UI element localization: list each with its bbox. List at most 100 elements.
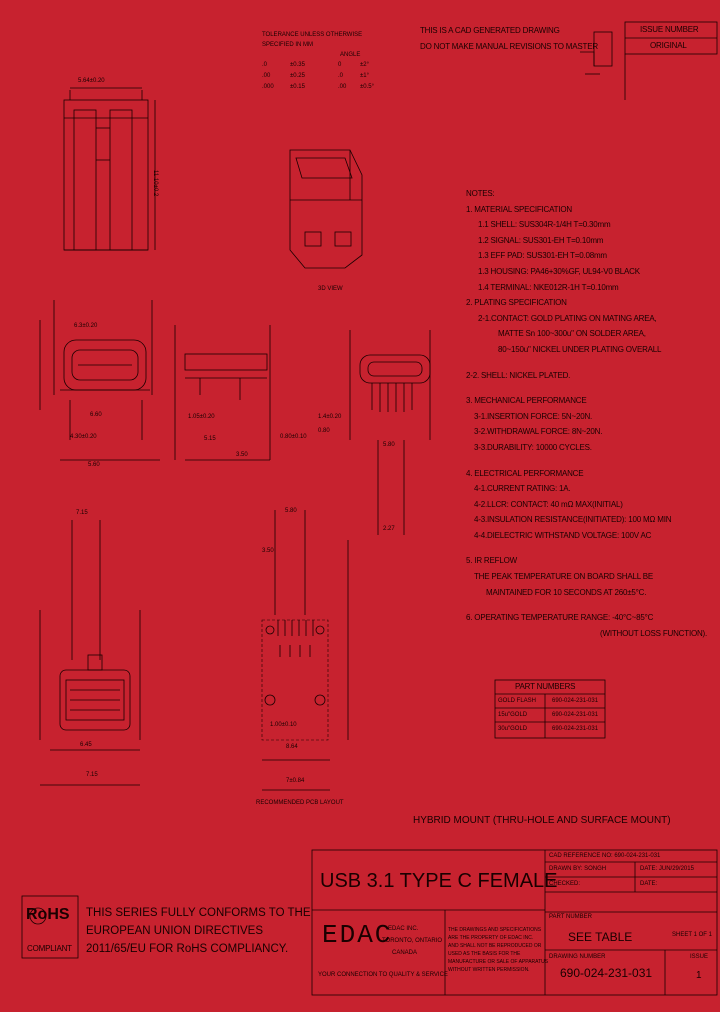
dim-d18: 7.15	[86, 772, 98, 778]
note-line: 4-1.CURRENT RATING: 1A.	[474, 484, 571, 494]
iso-view-label: 3D VIEW	[318, 286, 343, 292]
sheet-number: SHEET 1 OF 1	[672, 932, 712, 938]
note-line: MATTE Sn 100~300u" ON SOLDER AREA,	[498, 329, 646, 339]
dim-d1: 6.3±0.20	[74, 323, 98, 329]
note-line: 1.3 HOUSING: PA46+30%GF, UL94-V0 BLACK	[478, 266, 640, 276]
cad-note-line2: DO NOT MAKE MANUAL REVISIONS TO MASTER	[420, 42, 598, 51]
note-line: 3. MECHANICAL PERFORMANCE	[466, 396, 587, 406]
dim-d10: 0.80	[318, 428, 330, 434]
part-number-label: PART NUMBER	[549, 914, 593, 920]
note-line: 6. OPERATING TEMPERATURE RANGE: -40°C~85…	[466, 613, 654, 623]
note-line: MAINTAINED FOR 10 SECONDS AT 260±5°C.	[486, 587, 647, 597]
note-line: 2-1.CONTACT: GOLD PLATING ON MATING AREA…	[478, 313, 657, 323]
tolerance-subtitle: SPECIFIED IN MM	[262, 42, 314, 48]
dim-d13: 5.80	[285, 508, 297, 514]
pn-number-2: 690-024-231-031	[552, 726, 599, 732]
dim-d7: 3.50	[236, 452, 248, 458]
note-line: THE PEAK TEMPERATURE ON BOARD SHALL BE	[474, 572, 653, 582]
pn-plating-2: 30u"GOLD	[498, 726, 528, 732]
tolerance-row: .00±0.25.0±1°	[262, 73, 370, 79]
pn-number-0: 690-024-231-031	[552, 698, 599, 704]
company-city: TORONTO, ONTARIO	[382, 938, 443, 944]
pn-plating-1: 15u"GOLD	[498, 712, 528, 718]
disclaimer: THE DRAWINGS AND SPECIFICATIONS ARE THE …	[448, 926, 548, 974]
checked-by: CHECKED:	[549, 881, 581, 887]
rohs-line: THIS SERIES FULLY CONFORMS TO THE	[86, 907, 311, 919]
pn-number-1: 690-024-231-031	[552, 712, 599, 718]
drawn-date: DATE: JUN/29/2015	[640, 866, 694, 872]
part-number-value: SEE TABLE	[568, 930, 633, 944]
dim-d2: 6.60	[90, 412, 102, 418]
dim-d14: 3.50	[262, 548, 274, 554]
note-line: 1.2 SIGNAL: SUS301-EH T=0.10mm	[478, 235, 604, 245]
tolerance-row: .000±0.15.00±0.5°	[262, 84, 375, 90]
issue-value: ORIGINAL	[650, 41, 687, 50]
note-line: 4-3.INSULATION RESISTANCE(INITIATED): 10…	[474, 515, 672, 525]
company-name: EDAC INC.	[388, 926, 419, 932]
note-line: 2. PLATING SPECIFICATION	[466, 298, 567, 308]
disclaimer-line: ARE THE PROPERTY OF EDAC INC.	[448, 935, 534, 941]
issue-number-label: ISSUE NUMBER	[640, 25, 699, 34]
pn-plating-0: GOLD FLASH	[498, 698, 537, 704]
note-line: 5. IR REFLOW	[466, 556, 517, 566]
issue-number: 1	[696, 970, 702, 981]
dim-side-length: 11.10±0.2	[152, 170, 158, 197]
dim-d17: 8.64	[286, 744, 298, 750]
rohs-statement: THIS SERIES FULLY CONFORMS TO THE EUROPE…	[86, 904, 311, 958]
mount-type: HYBRID MOUNT (THRU-HOLE AND SURFACE MOUN…	[413, 815, 671, 826]
note-line: 1.1 SHELL: SUS304R-1/4H T=0.30mm	[478, 220, 611, 230]
drawing-number: 690-024-231-031	[560, 966, 653, 980]
dim-d3: 4.30±0.20	[70, 434, 97, 440]
dim-d19: 6.45	[80, 742, 92, 748]
note-line: (WITHOUT LOSS FUNCTION).	[600, 628, 708, 638]
note-line: 3-1.INSERTION FORCE: 5N~20N.	[474, 411, 593, 421]
dim-d12: 2.27	[383, 526, 395, 532]
dim-d20: 7±0.84	[286, 778, 305, 784]
cad-reference: CAD REFERENCE NO: 690-024-231-031	[549, 853, 661, 859]
rohs-line: 2011/65/EU FOR RoHS COMPLIANCY.	[86, 943, 289, 955]
part-numbers-title: PART NUMBERS	[515, 682, 576, 691]
dim-top-width: 5.64±0.20	[78, 78, 105, 84]
dim-d5: 1.05±0.20	[188, 414, 215, 420]
pcb-layout-note: RECOMMENDED PCB LAYOUT	[256, 800, 344, 806]
note-line: 3-2.WITHDRAWAL FORCE: 8N~20N.	[474, 427, 603, 437]
note-line: 80~150u" NICKEL UNDER PLATING OVERALL	[498, 344, 662, 354]
note-line: 3-3.DURABILITY: 10000 CYCLES.	[474, 442, 592, 452]
note-line: 4. ELECTRICAL PERFORMANCE	[466, 468, 584, 478]
disclaimer-line: AND SHALL NOT BE REPRODUCED OR	[448, 943, 542, 949]
tolerance-title: TOLERANCE UNLESS OTHERWISE	[262, 32, 363, 38]
note-line: 2-2. SHELL: NICKEL PLATED.	[466, 370, 571, 380]
disclaimer-line: THE DRAWINGS AND SPECIFICATIONS	[448, 927, 542, 933]
disclaimer-line: USED AS THE BASIS FOR THE	[448, 951, 521, 957]
dim-d15: 7.15	[76, 510, 88, 516]
note-line: 1.4 TERMINAL: NKE012R-1H T=0.10mm	[478, 282, 619, 292]
disclaimer-line: WITHOUT WRITTEN PERMISSION.	[448, 967, 530, 973]
note-line: 1. MATERIAL SPECIFICATION	[466, 204, 572, 214]
disclaimer-line: MANUFACTURE OR SALE OF APPARATUS	[448, 959, 549, 965]
dim-d4: 5.60	[88, 462, 100, 468]
dim-d16: 1.00±0.10	[270, 722, 297, 728]
drawn-by: DRAWN BY: SONGH	[549, 866, 607, 872]
checked-date: DATE:	[640, 881, 658, 887]
company-country: CANADA	[392, 950, 418, 956]
note-line: 4-4.DIELECTRIC WITHSTAND VOLTAGE: 100V A…	[474, 530, 652, 540]
dim-d8: 0.80±0.10	[280, 434, 307, 440]
company-tagline: YOUR CONNECTION TO QUALITY & SERVICE	[318, 972, 448, 978]
drawing-number-label: DRAWING NUMBER	[549, 954, 606, 960]
edac-logo: EDAC	[322, 920, 393, 950]
note-line: 1.3 EFF PAD: SUS301-EH T=0.08mm	[478, 251, 607, 261]
rohs-line: EUROPEAN UNION DIRECTIVES	[86, 925, 263, 937]
dim-d11: 5.80	[383, 442, 395, 448]
notes-block: NOTES: 1. MATERIAL SPECIFICATION 1.1 SHE…	[466, 186, 707, 641]
rohs-compliant: COMPLIANT	[27, 944, 72, 953]
tolerance-angle-label: ANGLE	[340, 52, 361, 58]
note-line: 4-2.LLCR: CONTACT: 40 mΩ MAX(INITIAL)	[474, 499, 623, 509]
notes-title: NOTES:	[466, 189, 495, 198]
issue-label: ISSUE	[690, 954, 709, 960]
dim-d6: 5.15	[204, 436, 216, 442]
cad-note-line1: THIS IS A CAD GENERATED DRAWING	[420, 26, 560, 35]
product-title: USB 3.1 TYPE C FEMALE	[320, 870, 558, 892]
